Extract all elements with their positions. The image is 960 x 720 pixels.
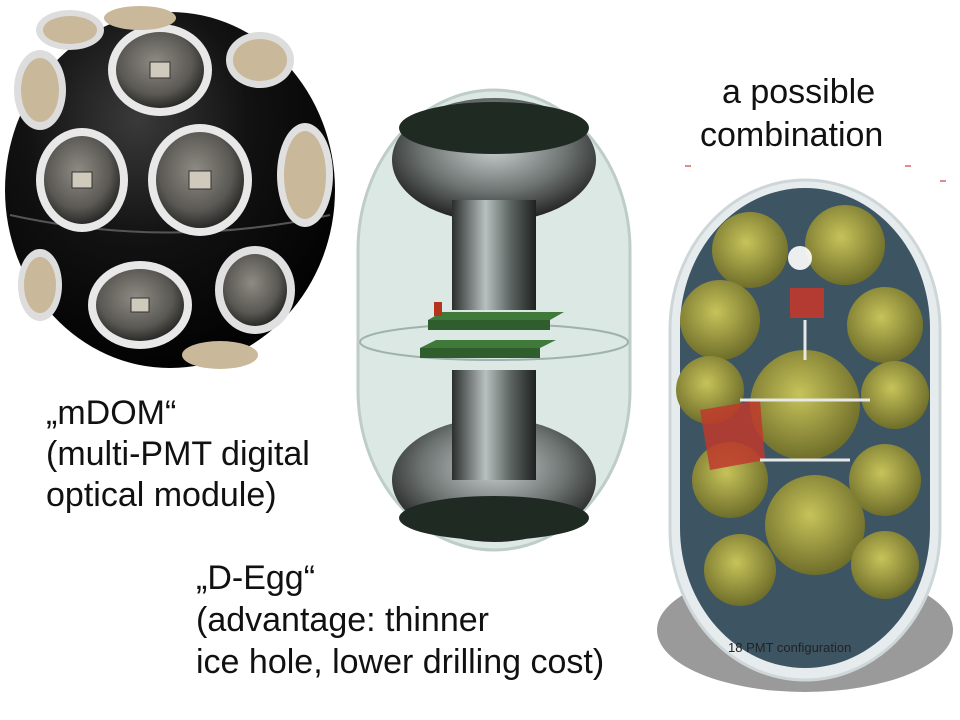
combination-module-image	[640, 160, 955, 710]
combo-caption-line1: a possible	[722, 73, 876, 111]
degg-desc-line1: (advantage: thinner	[196, 601, 489, 639]
combo-caption-line2: combination	[700, 116, 884, 154]
degg-desc-line2: ice hole, lower drilling cost)	[196, 643, 605, 681]
degg-title: „D-Egg“	[196, 559, 316, 597]
pmt-config-label: 18 PMT configuration	[728, 640, 852, 655]
mdom-desc-line2: optical module)	[46, 476, 277, 514]
mdom-title: „mDOM“	[46, 394, 177, 432]
decor-mark	[940, 180, 946, 182]
degg-module-image	[350, 80, 640, 560]
mdom-desc-line1: (multi-PMT digital	[46, 435, 310, 473]
decor-mark	[685, 165, 691, 167]
mdom-sphere-image	[0, 0, 340, 380]
decor-mark	[905, 165, 911, 167]
